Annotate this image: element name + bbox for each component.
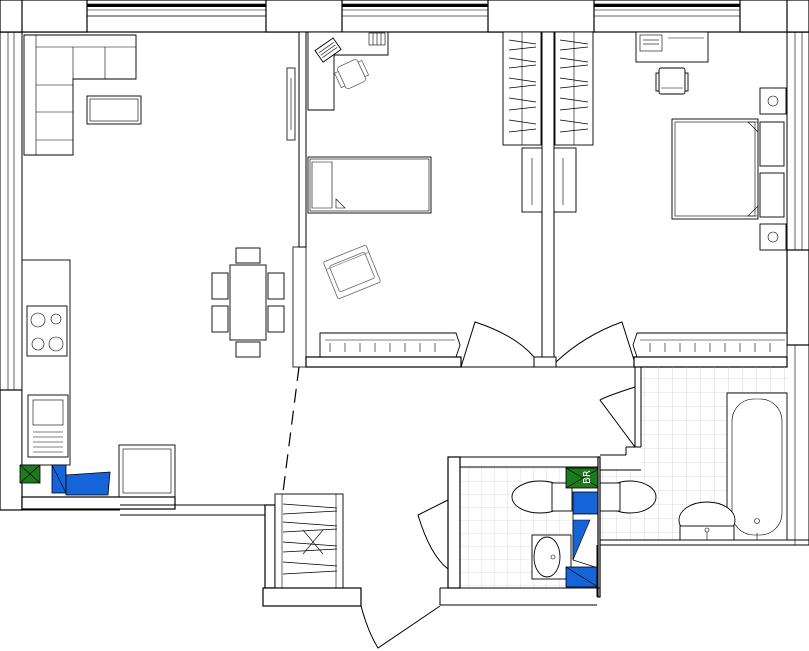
window-top-1 bbox=[86, 3, 267, 17]
dining-table-icon bbox=[211, 247, 285, 358]
door-icon bbox=[417, 499, 449, 570]
bathtub-icon bbox=[726, 392, 788, 541]
radiator-icon bbox=[632, 332, 788, 358]
bathroom-2: BR bbox=[417, 456, 601, 606]
door-icon bbox=[555, 321, 635, 368]
partition-living-bedroom1 bbox=[281, 31, 307, 501]
desk-icon bbox=[307, 31, 389, 111]
coffee-table-icon bbox=[86, 95, 142, 125]
entrance-wall bbox=[262, 587, 362, 607]
riser-kitchen-blue bbox=[51, 464, 111, 496]
right-wall bbox=[786, 32, 809, 545]
riser-bath-green: BR bbox=[565, 467, 601, 489]
living-room bbox=[0, 34, 285, 516]
wardrobe-icon bbox=[502, 31, 543, 213]
window-top-2 bbox=[341, 3, 489, 17]
stove-icon bbox=[26, 305, 68, 357]
bed-icon bbox=[307, 156, 432, 214]
bedroom-1 bbox=[305, 31, 535, 368]
bathroom-main bbox=[599, 367, 809, 546]
sink-icon bbox=[27, 394, 69, 458]
nightstand bbox=[759, 87, 787, 251]
bedroom-2 bbox=[555, 31, 788, 368]
armchair-icon bbox=[323, 245, 381, 299]
sofa-icon bbox=[23, 34, 137, 156]
door-icon bbox=[599, 386, 636, 448]
wardrobe-icon bbox=[553, 31, 594, 213]
fridge-icon bbox=[118, 444, 176, 498]
radiator-icon bbox=[319, 332, 461, 358]
door-icon bbox=[460, 321, 535, 368]
office-chair-icon bbox=[655, 67, 689, 95]
window-top-3 bbox=[593, 3, 741, 17]
corner-pillars bbox=[0, 0, 809, 33]
toilet-icon bbox=[511, 480, 573, 514]
washbasin-icon bbox=[531, 534, 572, 580]
desk-icon bbox=[635, 31, 709, 63]
riser-kitchen-green bbox=[19, 464, 41, 484]
toilet-icon bbox=[599, 480, 657, 514]
office-chair-icon bbox=[334, 59, 370, 90]
door-icon bbox=[360, 605, 441, 649]
left-wall bbox=[0, 32, 23, 511]
bed-icon bbox=[671, 118, 785, 220]
washbasin-icon bbox=[678, 501, 736, 541]
bathroom-2-marker: BR bbox=[582, 470, 593, 484]
stairs-icon bbox=[264, 493, 344, 589]
